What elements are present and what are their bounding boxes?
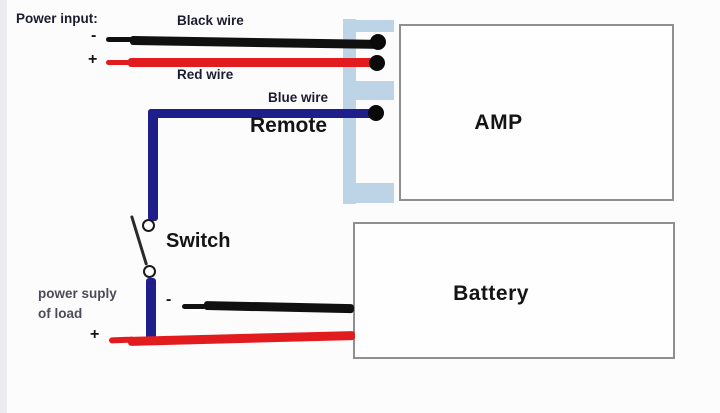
amp-label: AMP	[474, 110, 523, 134]
load-positive-sign: +	[90, 326, 100, 343]
battery-black-wire	[203, 301, 355, 314]
battery-red-wire	[127, 331, 356, 346]
connector-arm-bottom	[356, 183, 394, 203]
remote-label: Remote	[250, 114, 328, 137]
load-supply-line1: power suply	[38, 286, 117, 301]
connector-arm-top	[356, 20, 394, 32]
battery-box: Battery	[353, 222, 675, 359]
load-supply-line2: of load	[38, 306, 83, 321]
black-wire-tip	[106, 37, 134, 42]
battery-label: Battery	[453, 281, 529, 305]
input-positive-sign: +	[88, 51, 98, 68]
switch-bottom-contact	[143, 265, 156, 278]
switch-top-contact	[142, 219, 155, 232]
blue-wire-horizontal	[148, 109, 378, 118]
red-wire	[128, 58, 382, 67]
input-negative-sign: -	[91, 27, 97, 44]
blue-wire-vertical-upper	[148, 109, 158, 221]
blue-wire-vertical-lower	[146, 278, 156, 342]
power-input-label: Power input:	[16, 11, 98, 26]
red-wire-terminal-dot	[369, 55, 385, 71]
black-wire-label: Black wire	[177, 13, 244, 28]
red-wire-tip	[106, 60, 132, 65]
amp-box: AMP	[399, 24, 674, 201]
red-wire-label: Red wire	[177, 67, 234, 82]
load-supply-label: power suply of load	[38, 284, 148, 324]
switch-label: Switch	[166, 230, 231, 252]
connector-arm-middle	[356, 81, 394, 100]
battery-black-wire-tip	[182, 304, 206, 309]
page-edge	[0, 0, 7, 413]
black-wire-terminal-dot	[370, 34, 386, 50]
blue-wire-terminal-dot	[368, 105, 384, 121]
load-negative-sign: -	[166, 291, 172, 308]
blue-wire-label: Blue wire	[268, 90, 329, 105]
